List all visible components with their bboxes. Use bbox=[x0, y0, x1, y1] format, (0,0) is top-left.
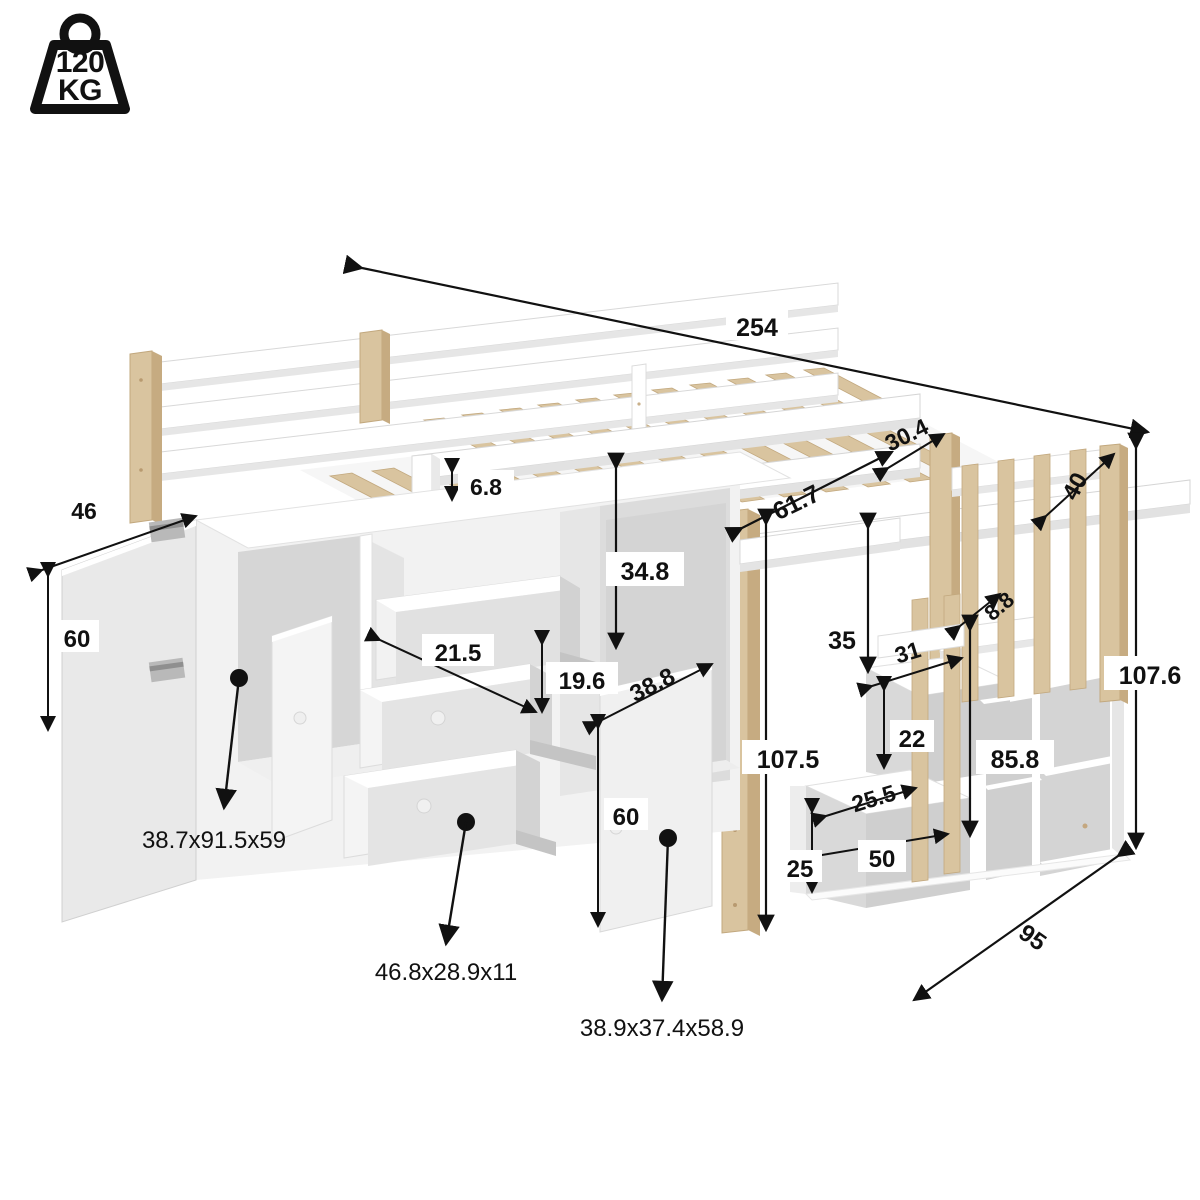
rear-mid-post bbox=[359, 329, 390, 424]
dim-step-width: 50 bbox=[800, 828, 950, 873]
weight-capacity-badge: 120 KG bbox=[24, 12, 136, 116]
dim-6-8-label: 6.8 bbox=[470, 474, 502, 500]
callout-drawer-label: 46.8x28.9x11 bbox=[375, 959, 517, 986]
rear-left-post bbox=[129, 350, 162, 525]
dim-left-door-width: 46 bbox=[26, 494, 198, 583]
dim-85-8-label: 85.8 bbox=[991, 746, 1040, 774]
dim-50-label: 50 bbox=[869, 846, 896, 873]
dim-step-riser-upper: 22 bbox=[876, 676, 934, 770]
left-cabinet-door[interactable] bbox=[61, 517, 197, 923]
dim-overall-height-right: 107.6 bbox=[1104, 432, 1196, 851]
drawer-knob-icon[interactable] bbox=[430, 710, 446, 726]
door-knob-icon[interactable] bbox=[293, 711, 307, 725]
dim-19-6-label: 19.6 bbox=[559, 668, 606, 695]
dim-25-label: 25 bbox=[787, 856, 814, 883]
dim-step-riser-lower: 25 bbox=[778, 798, 822, 894]
dim-107-6-label: 107.6 bbox=[1119, 662, 1182, 690]
weight-value: 120 bbox=[55, 46, 105, 79]
left-cabinet-door-2[interactable] bbox=[271, 615, 333, 843]
dim-22-label: 22 bbox=[899, 726, 926, 753]
dim-stair-rail-height: 85.8 bbox=[961, 614, 1054, 839]
callout-drawer: 46.8x28.9x11 bbox=[375, 813, 517, 986]
callout-right-cabinet: 38.9x37.4x58.9 bbox=[580, 829, 744, 1042]
dim-34-8-label: 34.8 bbox=[621, 558, 670, 586]
dim-overall-height-left: 107.5 bbox=[742, 508, 834, 933]
callout-left-cabinet: 38.7x91.5x59 bbox=[142, 669, 286, 854]
dim-21-5-label: 21.5 bbox=[435, 640, 482, 667]
dim-under-bed-height: 35 bbox=[820, 512, 877, 675]
dim-left-door-height: 60 bbox=[40, 562, 99, 732]
dim-drawer-width: 21.5 bbox=[363, 626, 538, 714]
drawer-knob-icon[interactable] bbox=[416, 798, 432, 814]
dim-254-label: 254 bbox=[736, 314, 778, 342]
callout-left-cabinet-label: 38.7x91.5x59 bbox=[142, 827, 286, 854]
dim-35-label: 35 bbox=[828, 627, 856, 655]
dim-slat-gap: 6.8 bbox=[444, 458, 514, 502]
dim-107-5-label: 107.5 bbox=[757, 746, 820, 774]
dim-overall-length: 254 bbox=[342, 254, 1151, 439]
drawer-bottom[interactable] bbox=[343, 749, 556, 866]
dim-right-door-height: 60 bbox=[590, 714, 648, 928]
dim-46-label: 46 bbox=[71, 498, 97, 524]
callout-right-cabinet-label: 38.9x37.4x58.9 bbox=[580, 1015, 744, 1042]
weight-unit: KG bbox=[58, 74, 103, 107]
dim-bed-clearance: 34.8 bbox=[606, 452, 684, 651]
weight-kettlebell-icon bbox=[30, 13, 130, 114]
dim-60-right-label: 60 bbox=[613, 804, 640, 831]
dim-60-left-label: 60 bbox=[64, 626, 91, 653]
